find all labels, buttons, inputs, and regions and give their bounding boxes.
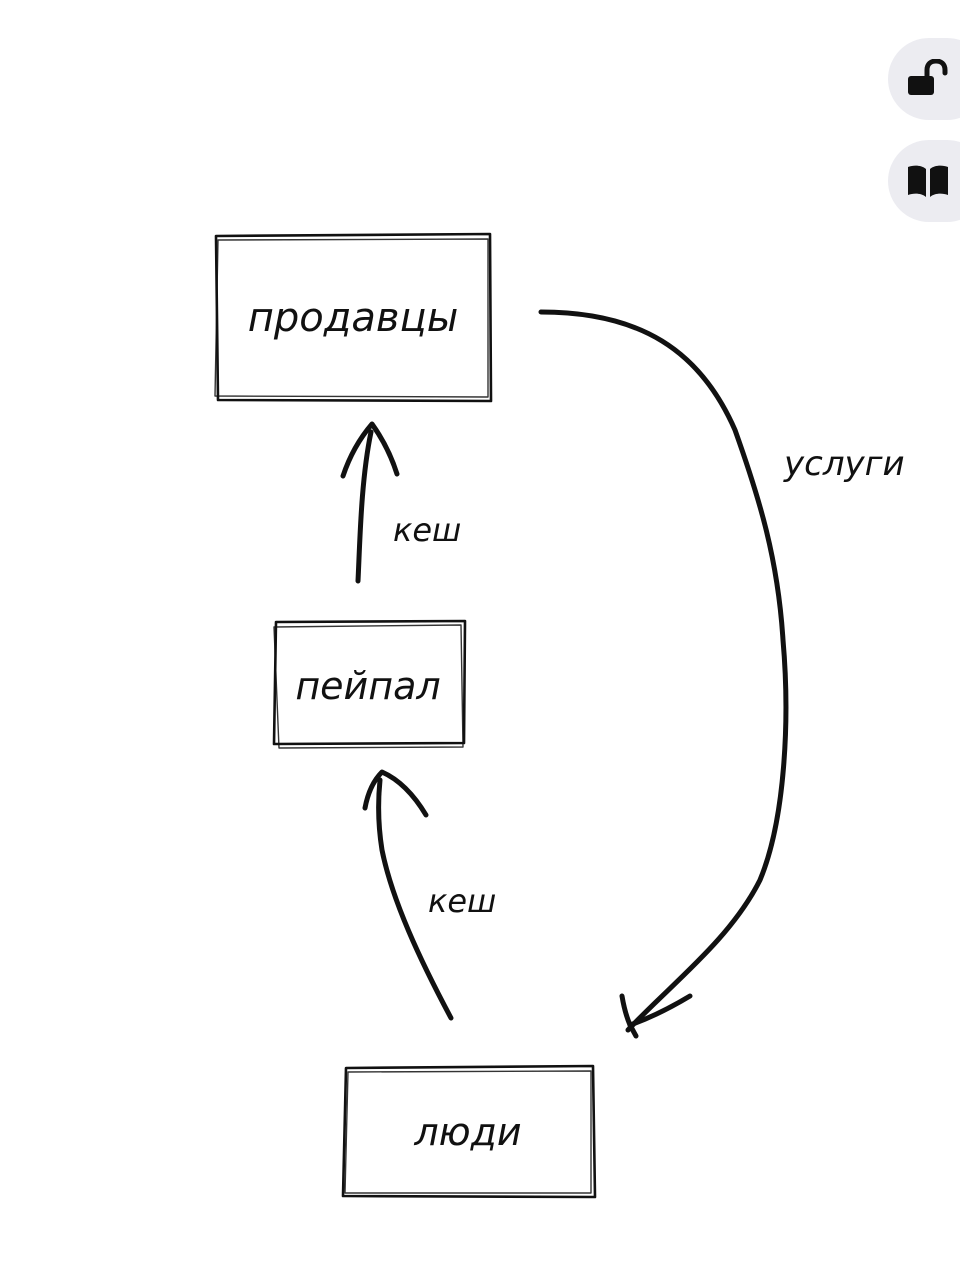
sellers-label: продавцы (248, 295, 459, 341)
arrow-sellers-to-people[interactable] (538, 309, 789, 1039)
book-icon (908, 165, 948, 197)
library-button[interactable] (888, 140, 960, 222)
lock-toggle-button[interactable] (888, 38, 960, 120)
arrow-people-to-paypal[interactable] (362, 769, 454, 1021)
arrow-paypal-to-sellers[interactable] (340, 421, 400, 584)
edge-label-sellers-to-people: услуги (783, 444, 905, 484)
paypal-label: пейпал (295, 664, 440, 708)
sellers-box[interactable] (214, 232, 493, 403)
edge-label-paypal-to-sellers: кеш (393, 511, 461, 549)
unlock-icon (908, 59, 948, 95)
people-label: люди (413, 1110, 521, 1154)
paypal-box[interactable] (272, 619, 467, 749)
people-box[interactable] (341, 1064, 597, 1199)
edge-label-people-to-paypal: кеш (428, 882, 496, 920)
